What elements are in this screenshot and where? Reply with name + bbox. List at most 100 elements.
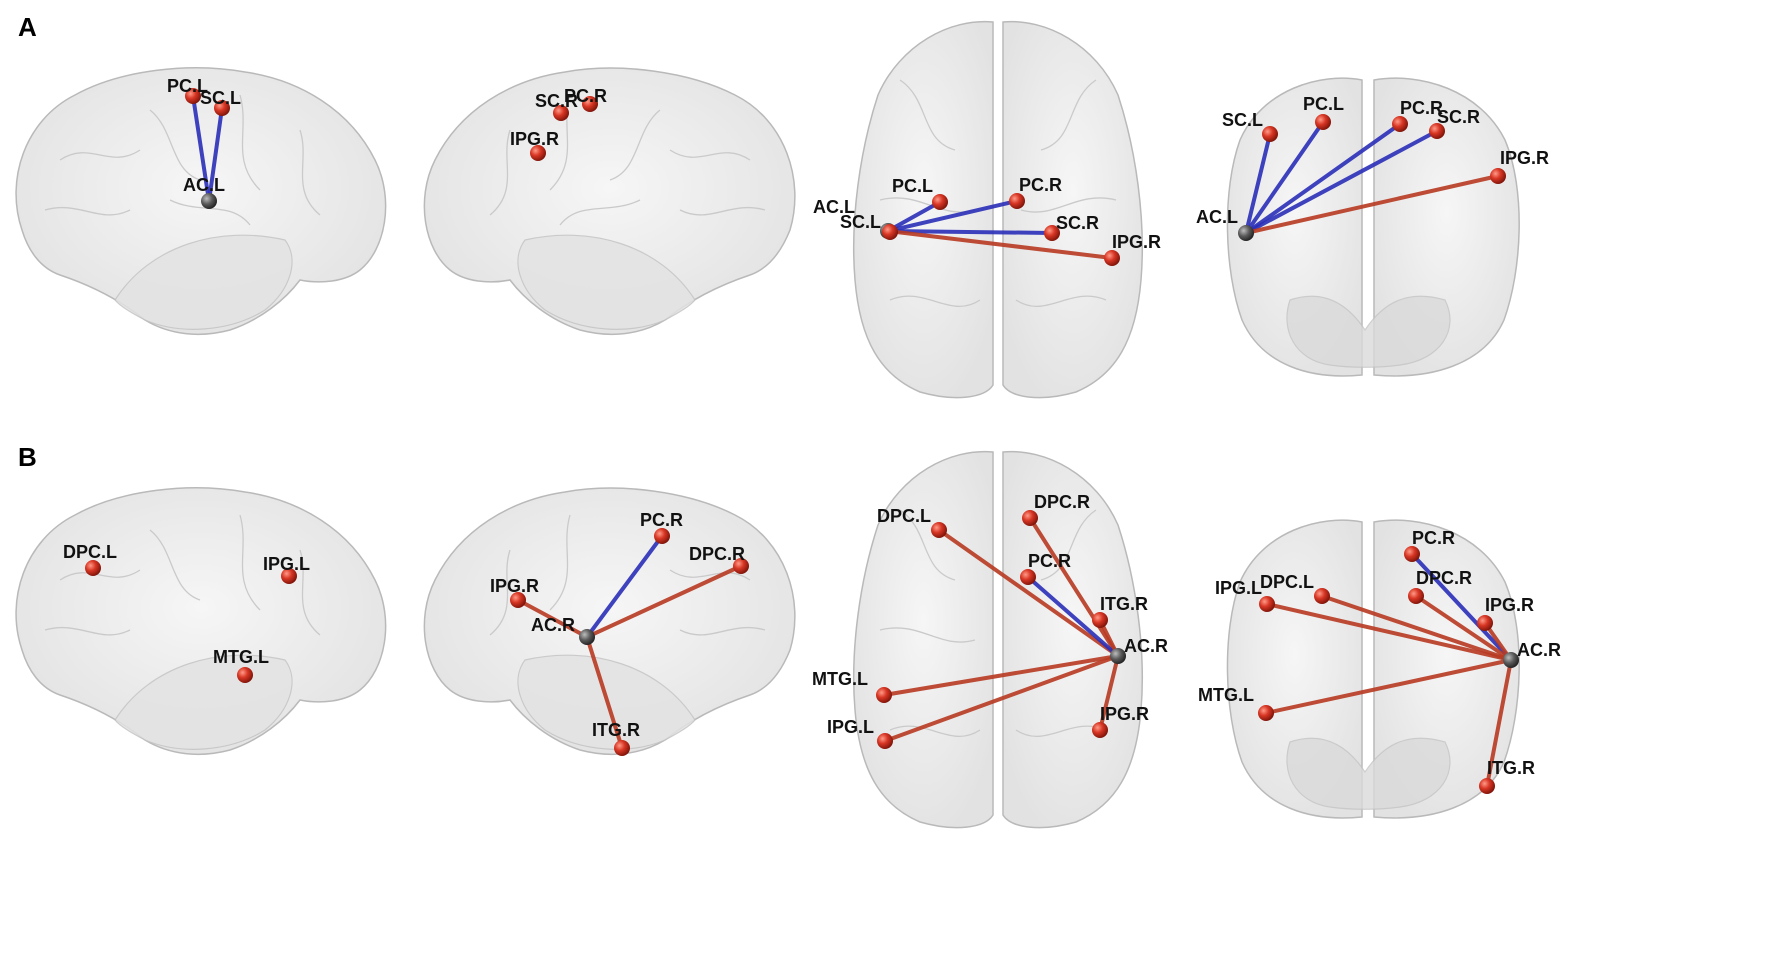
node-sphere	[530, 145, 546, 161]
node-a3-ipg-r: IPG.R	[1104, 232, 1161, 266]
node-label: ITG.R	[592, 720, 640, 740]
node-label: DPC.L	[1260, 572, 1314, 592]
node-label: PC.R	[564, 86, 607, 106]
node-label: DPC.L	[877, 506, 931, 526]
brain-b3-right-hemisphere	[1002, 450, 1143, 829]
node-sphere	[85, 560, 101, 576]
node-b3-pc-r: PC.R	[1020, 551, 1071, 585]
edge-b4-ACR-DPCR	[1414, 594, 1513, 662]
node-b2-pc-r: PC.R	[640, 510, 683, 544]
node-sphere	[1262, 126, 1278, 142]
edge-b2-ACR-ITGR	[585, 635, 624, 750]
node-sphere	[1020, 569, 1036, 585]
node-label: AC.R	[1517, 640, 1561, 660]
brain-a1-left-lateral	[15, 67, 387, 336]
node-label: PC.R	[1019, 175, 1062, 195]
edge-b4-ACR-DPCL	[1320, 594, 1513, 662]
edge-b4-ACR-IPGL	[1265, 602, 1513, 662]
edge-b4-ACR-ITGR	[1485, 658, 1513, 788]
node-sphere	[1315, 114, 1331, 130]
edge-a1-ACL-SCL	[207, 106, 224, 203]
node-label: ITG.R	[1100, 594, 1148, 614]
node-a4-pc-l: PC.L	[1303, 94, 1344, 130]
node-label: SC.L	[1222, 110, 1263, 130]
node-b4-dpc-l: DPC.L	[1260, 572, 1330, 604]
panel-letter-a: A	[18, 12, 37, 42]
node-a4-ipg-r: IPG.R	[1490, 148, 1549, 184]
node-label: AC.L	[813, 197, 855, 217]
node-sphere	[876, 687, 892, 703]
node-sphere	[1259, 596, 1275, 612]
node-label: PC.R	[1400, 98, 1443, 118]
brain-a2-right-lateral	[423, 67, 796, 336]
edge-b4-ACR-MTGL	[1264, 658, 1513, 715]
node-b3-ac-r: AC.R	[1110, 636, 1168, 664]
edge-a3-ACL-PCL	[886, 200, 942, 233]
node-sphere	[553, 105, 569, 121]
node-sphere	[582, 96, 598, 112]
brain-a3-dorsal	[853, 20, 1143, 399]
node-label: PC.R	[1028, 551, 1071, 571]
node-label: IPG.L	[1215, 578, 1262, 598]
node-a4-sc-l: SC.L	[1222, 110, 1278, 142]
node-sphere	[877, 733, 893, 749]
node-label: IPG.R	[1112, 232, 1161, 252]
node-b4-itg-r: ITG.R	[1479, 758, 1535, 794]
node-b3-ipg-r: IPG.R	[1092, 704, 1149, 738]
node-a4-sc-r: SC.R	[1429, 107, 1480, 139]
edge-a4-ACL-PCR	[1244, 122, 1402, 235]
node-sphere	[1314, 588, 1330, 604]
node-sphere	[1110, 648, 1126, 664]
node-label: IPG.R	[510, 129, 559, 149]
node-label: IPG.R	[490, 576, 539, 596]
edge-a1-ACL-PCL	[191, 94, 211, 203]
node-b2-itg-r: ITG.R	[592, 720, 640, 756]
brain-a2-temporal	[517, 234, 696, 330]
node-label: AC.R	[531, 615, 575, 635]
node-a3-sc-r: SC.R	[1044, 213, 1099, 241]
node-sphere	[931, 522, 947, 538]
edge-b2-ACR-DPCR	[585, 564, 743, 639]
node-sphere	[185, 88, 201, 104]
edge-b3-ACR-MTGL	[882, 654, 1120, 697]
panel-letter-b: B	[18, 442, 37, 472]
node-label: MTG.L	[213, 647, 269, 667]
node-sphere	[654, 528, 670, 544]
node-sphere	[1408, 588, 1424, 604]
brain-b4-cerebellum	[1286, 737, 1451, 810]
node-sphere	[932, 194, 948, 210]
edge-a4-ACL-IPGR	[1244, 174, 1500, 235]
node-label: SC.R	[1437, 107, 1480, 127]
node-label: AC.R	[1124, 636, 1168, 656]
brain-a3-right-hemisphere	[1002, 20, 1143, 399]
node-sphere	[1503, 652, 1519, 668]
node-b4-ipg-l: IPG.L	[1215, 578, 1275, 612]
node-b4-mtg-l: MTG.L	[1198, 685, 1274, 721]
node-sphere	[1490, 168, 1506, 184]
edges-layer	[191, 94, 1513, 788]
node-b2-ac-r: AC.R	[531, 615, 595, 645]
brain-a3-sulci	[879, 79, 1117, 307]
node-sphere	[1429, 123, 1445, 139]
node-sphere	[1479, 778, 1495, 794]
edge-b3-ACR-DPCL	[937, 528, 1120, 658]
node-a3-sc-l: SC.L	[840, 212, 898, 240]
edge-b3-ACR-IPGR	[1098, 654, 1120, 732]
edge-b3-ACR-DPCR	[1028, 516, 1120, 658]
edge-a4-ACL-SCL	[1244, 132, 1272, 235]
node-label: IPG.R	[1485, 595, 1534, 615]
node-label: AC.L	[1196, 207, 1238, 227]
node-b1-dpc-l: DPC.L	[63, 542, 117, 576]
node-sphere	[1009, 193, 1025, 209]
node-label: PC.R	[1412, 528, 1455, 548]
edge-b3-ACR-PCR	[1026, 575, 1120, 658]
node-b3-dpc-l: DPC.L	[877, 506, 947, 538]
node-b4-pc-r: PC.R	[1404, 528, 1455, 562]
node-b3-dpc-r: DPC.R	[1022, 492, 1090, 526]
node-label: DPC.R	[689, 544, 745, 564]
node-label: IPG.R	[1100, 704, 1149, 724]
node-b2-ipg-r: IPG.R	[490, 576, 539, 608]
node-sphere	[237, 667, 253, 683]
node-b3-itg-r: ITG.R	[1092, 594, 1148, 628]
node-sphere	[1392, 116, 1408, 132]
